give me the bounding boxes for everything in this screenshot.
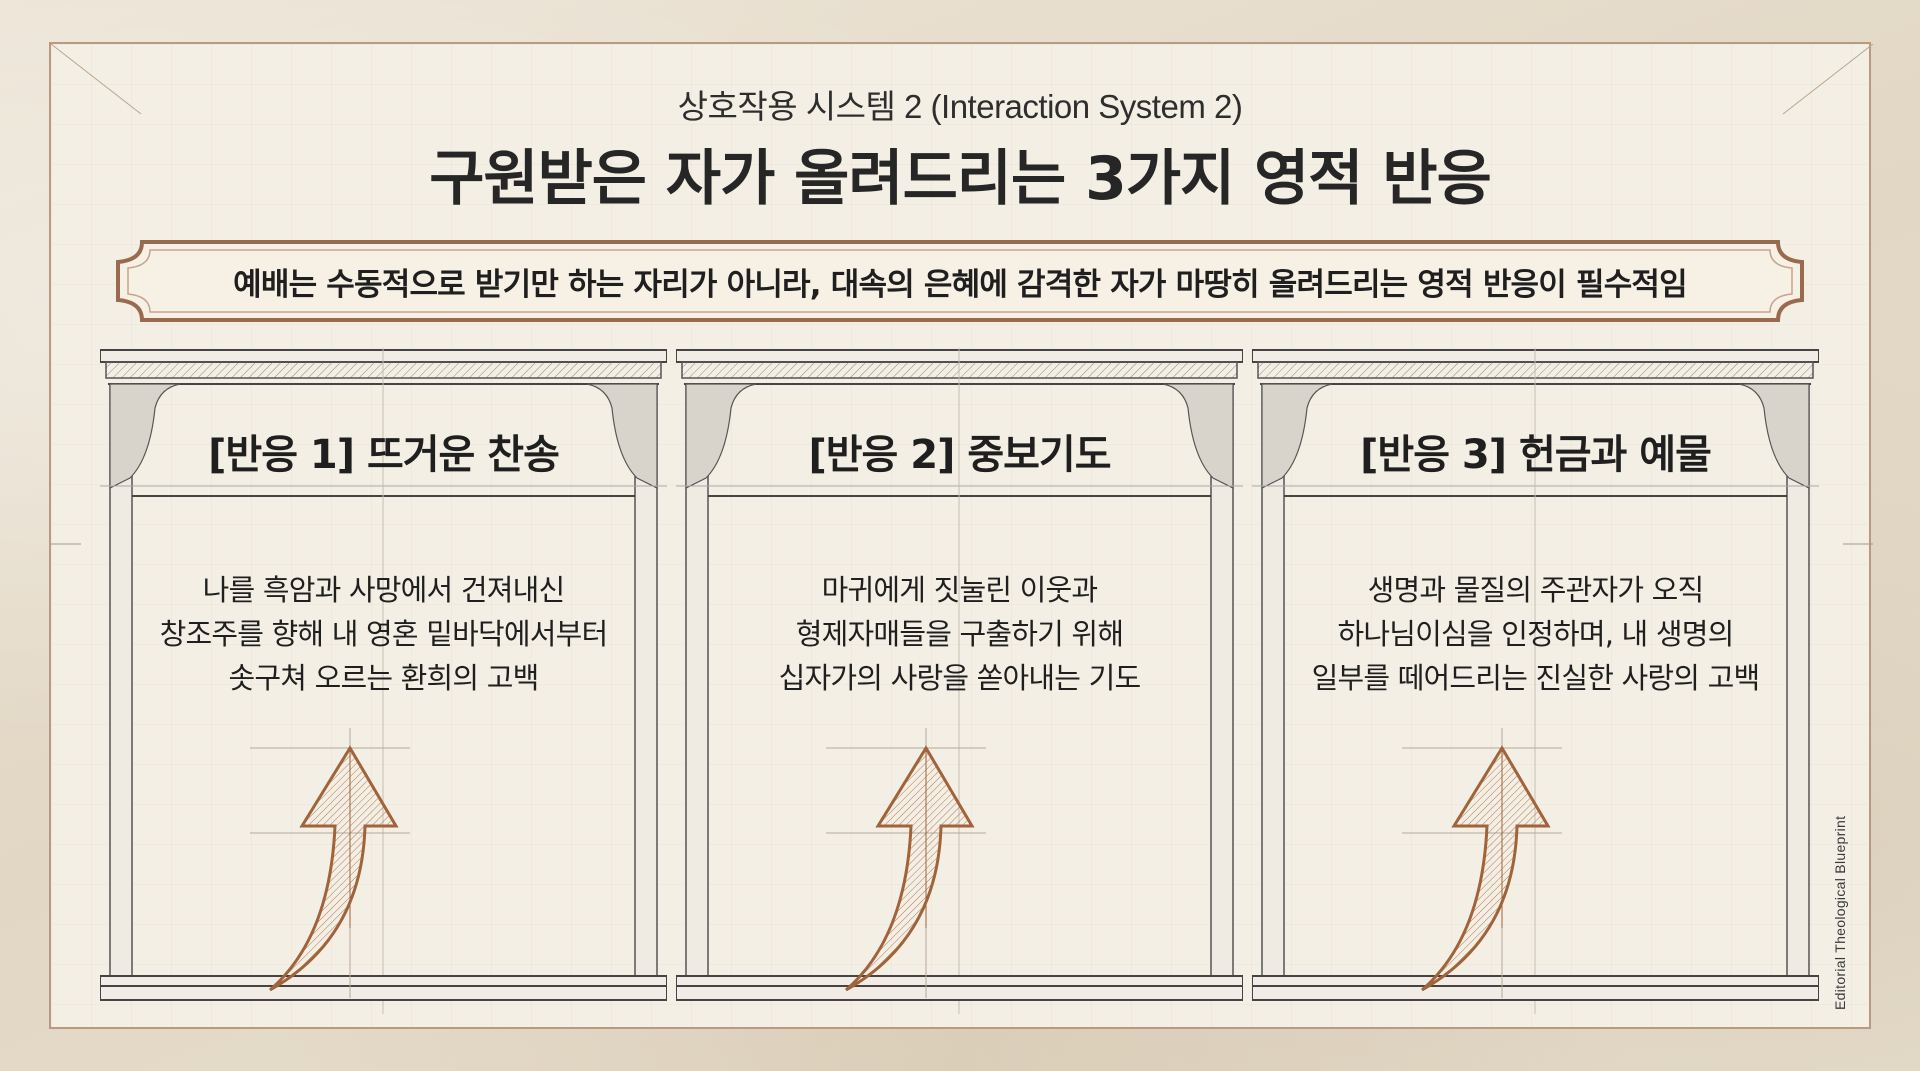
description-line: 생명과 물질의 주관자가 오직 bbox=[1367, 573, 1705, 607]
card-title: [반응 2] 중보기도 bbox=[808, 432, 1111, 478]
upward-arrow-icon bbox=[250, 728, 410, 998]
upward-arrow-icon bbox=[826, 728, 986, 998]
description-line: 십자가의 사랑을 쏟아내는 기도 bbox=[778, 661, 1142, 695]
card-title: [반응 1] 뜨거운 찬송 bbox=[208, 432, 560, 478]
column-frame bbox=[676, 348, 1243, 1014]
response-card-2: [반응 2] 중보기도 마귀에게 짓눌린 이웃과 형제자매들을 구출하기 위해 … bbox=[676, 348, 1243, 1014]
response-card-1: [반응 1] 뜨거운 찬송 나를 흑암과 사망에서 건져내신 창조주를 향해 내… bbox=[100, 348, 667, 1014]
card-title: [반응 3] 헌금과 예물 bbox=[1360, 432, 1712, 478]
summary-banner: 예배는 수동적으로 받기만 하는 자리가 아니라, 대속의 은혜에 감격한 자가… bbox=[112, 238, 1808, 324]
upward-arrow-icon bbox=[1402, 728, 1562, 998]
description-line: 형제자매들을 구출하기 위해 bbox=[795, 617, 1124, 651]
column-frame bbox=[100, 348, 667, 1014]
card-description: 마귀에게 짓눌린 이웃과 형제자매들을 구출하기 위해 십자가의 사랑을 쏟아내… bbox=[716, 568, 1203, 700]
banner-frame bbox=[116, 240, 1804, 322]
card-description: 생명과 물질의 주관자가 오직 하나님이심을 인정하며, 내 생명의 일부를 떼… bbox=[1292, 568, 1779, 700]
card-description: 나를 흑암과 사망에서 건져내신 창조주를 향해 내 영혼 밑바닥에서부터 솟구… bbox=[140, 568, 627, 700]
column-frame bbox=[1252, 348, 1819, 1014]
description-line: 창조주를 향해 내 영혼 밑바닥에서부터 bbox=[159, 617, 609, 651]
slide-subtitle: 상호작용 시스템 2 (Interaction System 2) bbox=[677, 88, 1243, 125]
banner-text: 예배는 수동적으로 받기만 하는 자리가 아니라, 대속의 은혜에 감격한 자가… bbox=[233, 266, 1688, 303]
watermark-text: Editorial Theological Blueprint bbox=[1832, 815, 1848, 1010]
response-card-3: [반응 3] 헌금과 예물 생명과 물질의 주관자가 오직 하나님이심을 인정하… bbox=[1252, 348, 1819, 1014]
description-line: 솟구쳐 오르는 환희의 고백 bbox=[228, 661, 540, 695]
description-line: 하나님이심을 인정하며, 내 생명의 bbox=[1337, 617, 1735, 651]
slide-title: 구원받은 자가 올려드리는 3가지 영적 반응 bbox=[429, 144, 1492, 214]
description-line: 나를 흑암과 사망에서 건져내신 bbox=[202, 573, 566, 607]
description-line: 마귀에게 짓눌린 이웃과 bbox=[821, 573, 1098, 607]
description-line: 일부를 떼어드리는 진실한 사랑의 고백 bbox=[1311, 661, 1761, 695]
